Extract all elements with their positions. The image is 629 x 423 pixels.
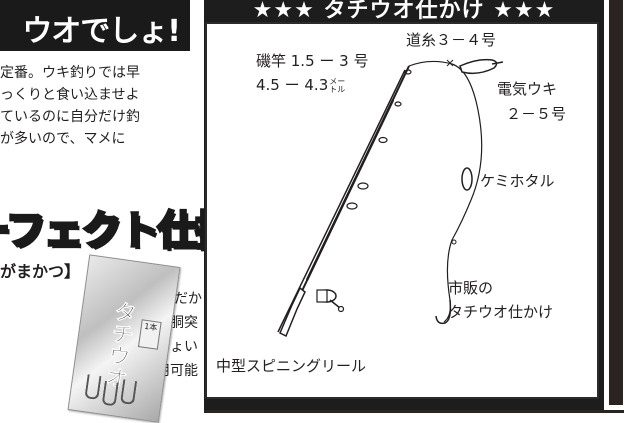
rod-spec-label: 磯竿 1.5 ー 3 号 xyxy=(256,52,369,70)
paragraph-line: ているのに自分だけ釣 xyxy=(0,109,140,125)
main-line xyxy=(408,60,483,323)
rig-label-line2: タチウオ仕かけ xyxy=(448,303,554,321)
line-spec-label: 道糸３－４号 xyxy=(406,31,497,49)
rod-icon xyxy=(277,65,412,338)
chemical-light-label: ケミホタル xyxy=(480,172,555,190)
rod-length-unit: メートル xyxy=(329,76,346,94)
float-label: 電気ウキ xyxy=(497,80,558,98)
rig-diagram-heading: ★★★ タチウオ仕かけ ★★★ xyxy=(252,0,556,20)
page-edge-bar xyxy=(609,0,623,405)
rod-unit-top: メー xyxy=(329,76,346,86)
perfect-rig-title-text: ーフェクト仕掛 xyxy=(0,207,237,256)
rod-length-value: 4.5 ー 4.3 xyxy=(256,76,329,94)
paragraph-line: 定番。ウキ釣りでは早 xyxy=(0,65,140,81)
rod-unit-bottom: トル xyxy=(329,84,346,94)
chemical-light-icon xyxy=(461,167,473,191)
article-banner: ウオでしょ! xyxy=(0,0,190,51)
spinning-reel-icon xyxy=(316,289,345,313)
swivel-icon xyxy=(451,239,457,245)
paragraph-line: っくりと食い込ませよ xyxy=(0,87,140,103)
page-bottom-rule xyxy=(204,410,624,413)
rig-label-line1: 市販の xyxy=(448,279,494,297)
product-line: 用可能 xyxy=(156,363,198,379)
electric-float-icon xyxy=(459,58,504,75)
article-banner-text: ウオでしょ! xyxy=(22,14,181,49)
maker-label: がまかつ】 xyxy=(0,262,81,281)
reel-label: 中型スピニングリール xyxy=(216,357,367,375)
paragraph-line: が多いので、マメに xyxy=(0,131,126,147)
float-size-label: ２－５号 xyxy=(506,105,567,123)
rig-diagram-panel xyxy=(205,22,599,399)
hook-icon xyxy=(435,299,452,325)
stop-knot-icon xyxy=(446,59,454,67)
perfect-rig-title: ーフェクト仕掛 xyxy=(0,198,237,256)
